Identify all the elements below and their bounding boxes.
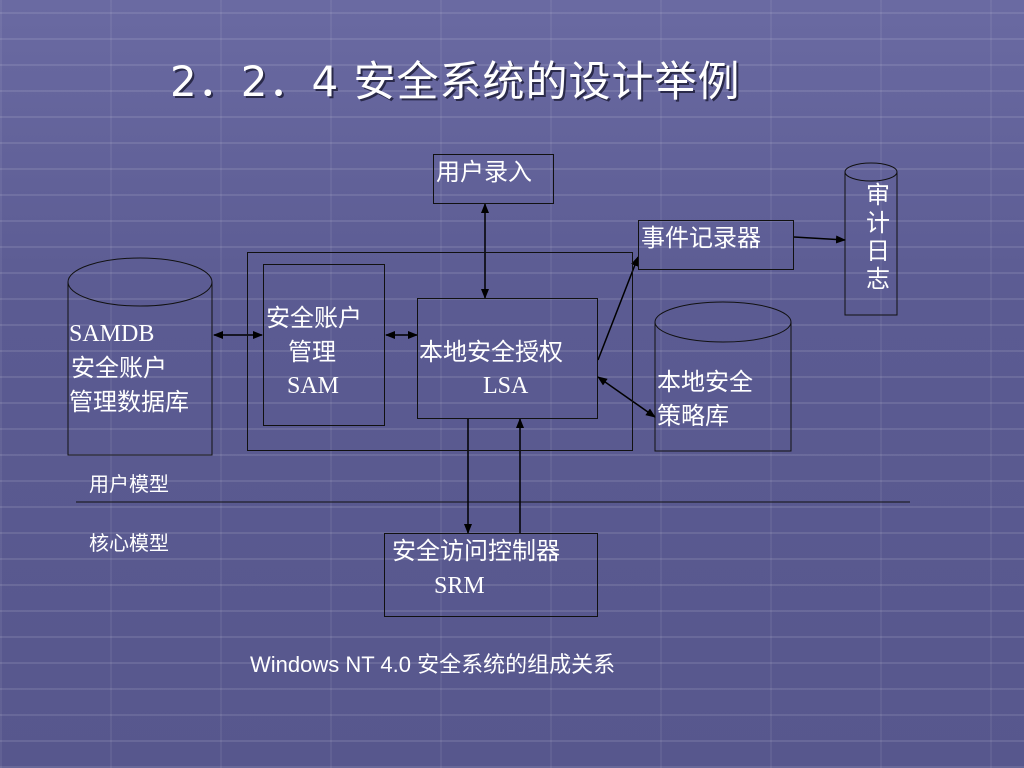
audit-log-cylinder <box>844 162 898 316</box>
user-input-box <box>433 154 554 204</box>
slide-title: 2．2．4 安全系统的设计举例 <box>170 57 741 106</box>
event-logger-box <box>638 220 794 270</box>
arrow-lsa-policy <box>597 376 656 418</box>
audit-log-char: 日 <box>866 237 890 265</box>
arrow-lsa-eventlogger <box>597 256 639 361</box>
arrow-eventlogger-audit <box>793 235 846 244</box>
user-input-label: 用户录入 <box>436 158 532 186</box>
sam-line2: 管理 <box>288 338 336 366</box>
lsa-line1: 本地安全授权 <box>419 338 563 366</box>
samdb-desc-line1: 安全账户 <box>71 354 167 382</box>
srm-line1: 安全访问控制器 <box>392 537 560 565</box>
user-mode-label: 用户模型 <box>89 472 169 496</box>
policy-db-line1: 本地安全 <box>657 368 753 396</box>
srm-line2: SRM <box>434 573 485 599</box>
audit-log-char: 审 <box>866 181 890 209</box>
sam-line1: 安全账户 <box>266 304 362 332</box>
kernel-mode-label: 核心模型 <box>89 531 169 555</box>
samdb-desc-line2: 管理数据库 <box>69 388 189 416</box>
lsa-line2: LSA <box>483 373 529 399</box>
audit-log-char: 计 <box>866 209 890 237</box>
samdb-cylinder <box>67 257 213 456</box>
samdb-name: SAMDB <box>69 321 155 347</box>
event-logger-label: 事件记录器 <box>641 224 761 252</box>
lsa-box <box>417 298 598 419</box>
security-subsystem-frame <box>247 252 633 451</box>
policy-db-line2: 策略库 <box>657 402 729 430</box>
audit-log-char: 志 <box>866 265 890 293</box>
srm-box <box>384 533 598 617</box>
diagram-caption: Windows NT 4.0 安全系统的组成关系 <box>250 652 616 677</box>
sam-line3: SAM <box>287 373 340 399</box>
sam-box <box>263 264 385 426</box>
